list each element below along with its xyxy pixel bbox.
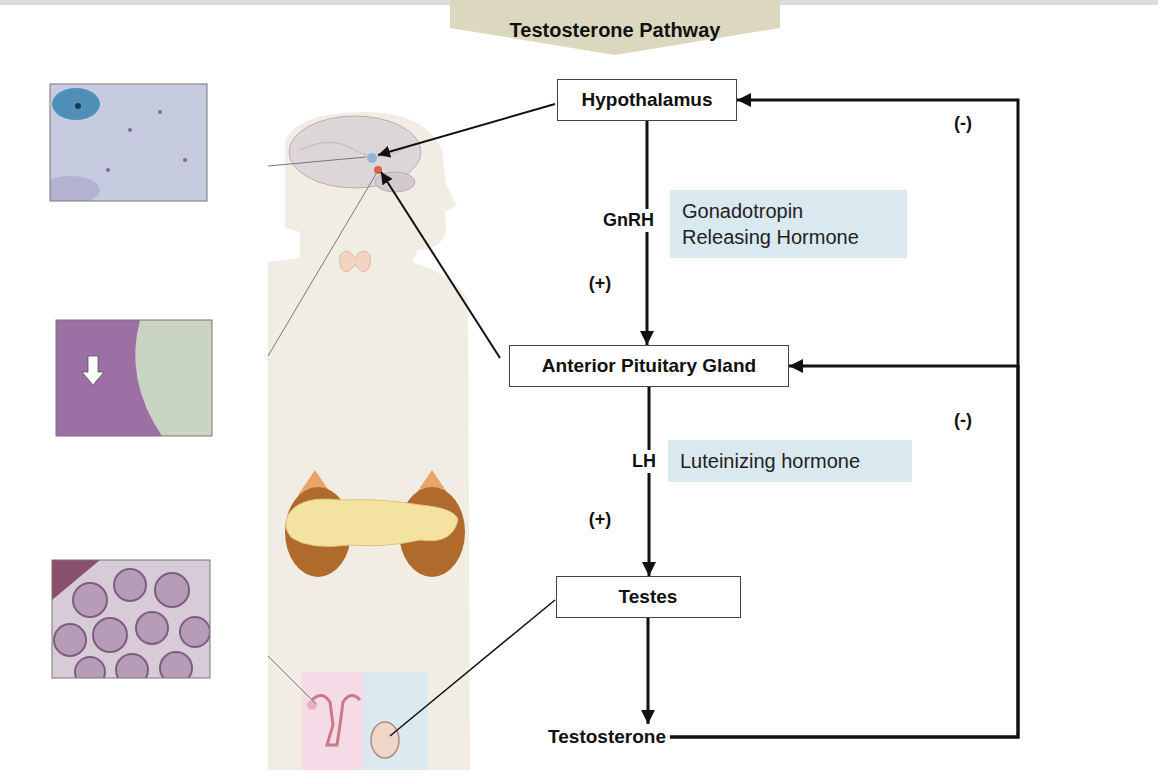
tubule	[160, 652, 192, 678]
sign-label: (-)	[954, 410, 972, 431]
connector-arrow	[670, 366, 1018, 737]
leader-line	[268, 157, 366, 166]
testis	[371, 722, 399, 758]
leader-line	[268, 656, 316, 704]
edge-label: GnRH	[600, 209, 657, 232]
node-text: Hypothalamus	[574, 89, 720, 111]
sign-label: (-)	[954, 113, 972, 134]
tubule	[114, 569, 146, 601]
note-box: Gonadotropin Releasing Hormone	[670, 190, 907, 258]
cell-body	[52, 88, 100, 120]
sign-label: (+)	[589, 509, 612, 530]
sign-label: (+)	[589, 273, 612, 294]
pointer-line	[381, 172, 500, 358]
cerebellum	[375, 172, 415, 192]
pointer-line	[390, 600, 555, 736]
process-box: Anterior Pituitary Gland	[509, 345, 789, 387]
node-text: Testosterone	[548, 726, 666, 748]
micrograph-pituitary	[56, 320, 212, 436]
connector-arrow	[646, 121, 649, 345]
cell-dot	[128, 128, 132, 132]
pancreas	[286, 499, 458, 546]
micrograph-frame	[52, 560, 210, 678]
tubule	[93, 618, 127, 652]
pointer-line	[378, 104, 555, 155]
micrograph-ground	[56, 320, 212, 436]
diagram-title: Testosterone Pathway	[510, 19, 721, 42]
cell-dot	[106, 168, 110, 172]
hormone-node: Testosterone	[544, 724, 670, 750]
node-text: Gonadotropin Releasing Hormone	[682, 198, 895, 250]
cell-dot	[158, 110, 162, 114]
process-box: Hypothalamus	[557, 79, 737, 121]
connector-arrow	[670, 100, 1018, 737]
node-text: Anterior Pituitary Gland	[526, 355, 772, 377]
node-text: Testes	[573, 586, 724, 608]
note-box: Luteinizing hormone	[668, 440, 912, 482]
micrograph-testis	[52, 560, 210, 678]
tubule	[73, 583, 107, 617]
brain-fold	[300, 143, 410, 157]
posterior-lobe	[135, 320, 212, 436]
tubule	[155, 573, 189, 607]
uterus	[312, 695, 360, 745]
stain-patch	[50, 176, 100, 201]
micrograph-frame	[50, 84, 207, 201]
tubule	[136, 612, 168, 644]
connector-arrow	[647, 618, 650, 724]
node-text: Luteinizing hormone	[680, 448, 900, 474]
connector-arrow	[648, 387, 651, 576]
hypothalamus-dot	[367, 153, 377, 163]
tubule	[116, 654, 148, 678]
tubule	[180, 617, 210, 647]
thyroid	[340, 251, 371, 272]
tubules	[54, 569, 210, 678]
body-silhouette	[268, 112, 470, 770]
tubule	[75, 657, 105, 678]
title-banner	[450, 0, 780, 55]
nucleus	[75, 103, 81, 109]
leader-line	[268, 174, 376, 356]
ovary	[307, 700, 317, 710]
tubule	[54, 624, 86, 656]
micrograph-hypothalamus	[50, 84, 207, 201]
cell-dot	[183, 158, 187, 162]
pointer-arrow	[82, 356, 104, 385]
process-box: Testes	[556, 576, 741, 618]
male-panel	[364, 672, 428, 770]
female-panel	[302, 672, 364, 770]
micrograph-frame	[56, 320, 212, 436]
edge-label: LH	[629, 450, 659, 473]
